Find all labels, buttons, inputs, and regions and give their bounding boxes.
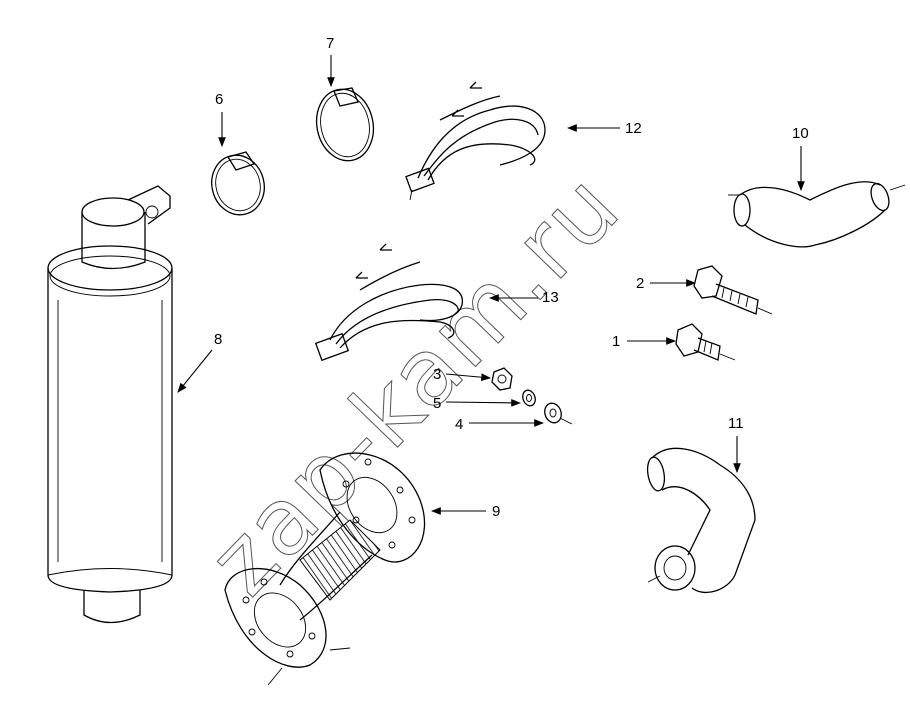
- callout-12: 12: [566, 120, 642, 137]
- hose-clamp-part-6: [211, 151, 265, 216]
- callout-6: 6: [215, 91, 226, 148]
- bolt-part-1: [675, 323, 736, 361]
- svg-text:6: 6: [215, 91, 223, 108]
- svg-text:5: 5: [433, 395, 441, 412]
- callout-3: 3: [433, 366, 492, 383]
- callout-9: 9: [430, 503, 500, 520]
- svg-text:7: 7: [326, 35, 334, 52]
- wiring-harness-part-13: [314, 243, 463, 362]
- callout-4: 4: [455, 416, 545, 433]
- callout-10: 10: [792, 125, 809, 192]
- callout-13: 13: [488, 289, 559, 306]
- callout-5: 5: [433, 395, 522, 412]
- muffler-part-8: [47, 185, 173, 624]
- callout-7: 7: [326, 35, 335, 88]
- svg-text:4: 4: [455, 416, 463, 433]
- wiring-harness-part-12: [405, 81, 546, 201]
- watermark-text: zap-kam.ru: [189, 153, 641, 615]
- svg-text:9: 9: [492, 503, 500, 520]
- callout-8: 8: [177, 331, 222, 393]
- svg-text:11: 11: [728, 415, 744, 432]
- callout-1: 1: [612, 333, 677, 350]
- callout-11: 11: [728, 415, 744, 474]
- svg-text:13: 13: [542, 289, 559, 306]
- svg-text:12: 12: [625, 120, 642, 137]
- flat-washer-part-4: [544, 402, 573, 425]
- svg-text:3: 3: [433, 366, 441, 383]
- callout-2: 2: [636, 275, 697, 292]
- hose-elbow-part-10: [728, 181, 906, 248]
- bolt-part-2: [693, 265, 773, 315]
- svg-text:2: 2: [636, 275, 644, 292]
- flex-connector-part-9: [224, 452, 426, 686]
- svg-text:10: 10: [792, 125, 809, 142]
- nut-part-3: [491, 367, 513, 391]
- hose-clamp-part-7: [315, 87, 375, 162]
- hose-elbow-part-11: [646, 447, 756, 593]
- svg-text:8: 8: [214, 331, 222, 348]
- lock-washer-part-5: [522, 389, 536, 407]
- svg-text:1: 1: [612, 333, 620, 350]
